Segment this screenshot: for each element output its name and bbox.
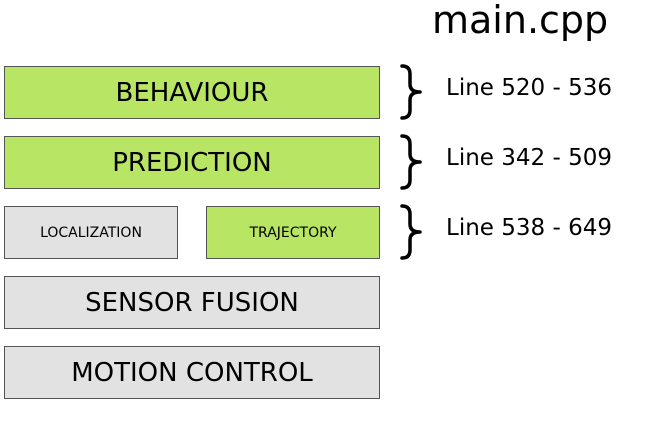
behaviour-layer: BEHAVIOUR — [4, 66, 380, 119]
localization-label: LOCALIZATION — [40, 224, 142, 241]
trajectory-layer: TRAJECTORY — [206, 206, 380, 259]
prediction-line-ref: Line 342 - 509 — [446, 145, 612, 171]
motion-control-layer: MOTION CONTROL — [4, 346, 380, 399]
prediction-brace-icon — [396, 134, 426, 190]
trajectory-line-ref: Line 538 - 649 — [446, 215, 612, 241]
file-title: main.cpp — [432, 0, 609, 42]
motion-control-label: MOTION CONTROL — [71, 357, 313, 388]
trajectory-brace-icon — [396, 204, 426, 260]
behaviour-label: BEHAVIOUR — [115, 77, 269, 108]
sensor-fusion-label: SENSOR FUSION — [85, 287, 299, 318]
behaviour-line-ref: Line 520 - 536 — [446, 75, 612, 101]
sensor-fusion-layer: SENSOR FUSION — [4, 276, 380, 329]
trajectory-label: TRAJECTORY — [249, 224, 337, 241]
behaviour-brace-icon — [396, 64, 426, 120]
prediction-label: PREDICTION — [112, 147, 272, 178]
localization-layer: LOCALIZATION — [4, 206, 178, 259]
prediction-layer: PREDICTION — [4, 136, 380, 189]
